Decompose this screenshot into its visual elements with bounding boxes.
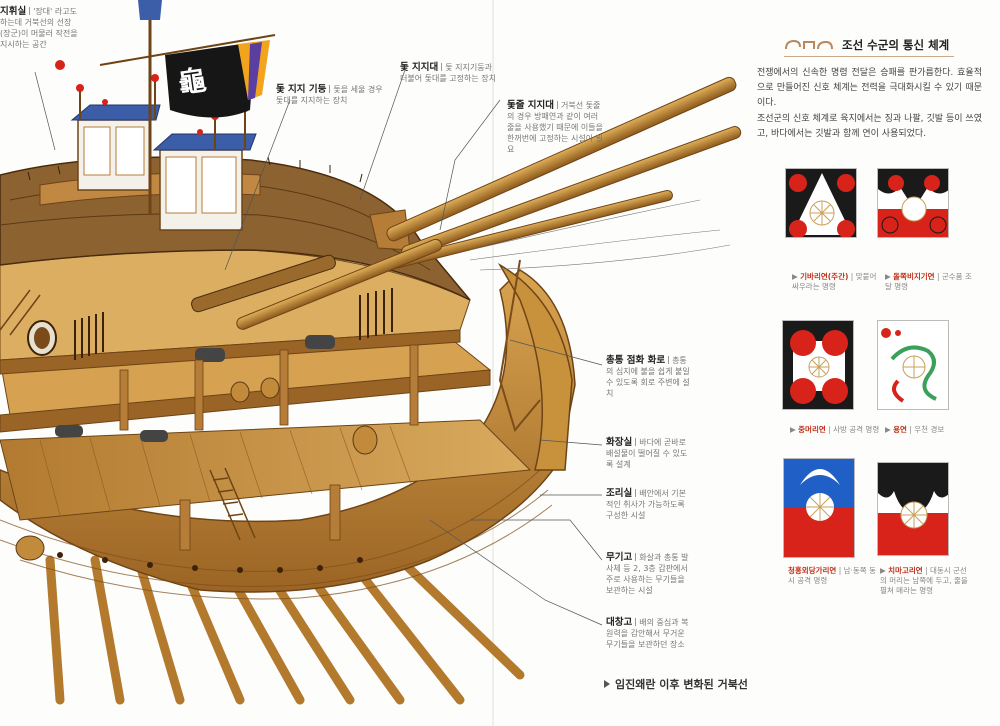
kite-name: 중머리연 (798, 425, 826, 434)
kite-name: 청홍외당가리연 (788, 566, 837, 575)
callout-desc: '장대' 라고도 하는데 거북선의 선장(장군)이 머물러 작전을 지시하는 공… (0, 7, 78, 49)
kite-name: 치마고리연 (888, 566, 923, 575)
callout-title: 화장실 (606, 437, 633, 448)
callout-command-room: 지휘실'장대' 라고도 하는데 거북선의 선장(장군)이 머물러 작전을 지시하… (0, 6, 80, 50)
kite-desc: 군수품 조달 명령 (885, 272, 972, 291)
kite-desc: 남·동쪽 동시 공격 명령 (788, 566, 876, 585)
mast-banner (55, 0, 276, 215)
callout-desc: 배안에서 기본적인 취사가 가능하도록 구성한 시설 (606, 489, 686, 520)
caption-triangle-icon (604, 680, 610, 688)
callout-title: 돛 지지대 (400, 62, 439, 73)
weapon-racks (74, 288, 393, 360)
ship-hull (0, 269, 576, 593)
callout-title: 돛 지지 기둥 (276, 84, 327, 95)
kite-name: 용연 (893, 425, 907, 434)
war-drum (27, 320, 57, 356)
callout-title: 무기고 (606, 552, 633, 563)
callout-leader-lines (34, 69, 603, 626)
page-fold (492, 0, 494, 726)
kite-label-doljjok: ▶ 돌쪽비지기연 | 군수품 조달 명령 (885, 272, 972, 291)
section-paragraph-1: 전쟁에서의 신속한 명령 전달은 승패를 판가름한다. 효율적으로 만들어진 신… (757, 68, 982, 108)
callout-title: 대창고 (606, 617, 633, 628)
kite-flag-doljjok (877, 168, 949, 238)
kite-desc: 맞붙어 싸우라는 명령 (792, 272, 877, 291)
section-title: 조선 수군의 통신 체계 (842, 38, 950, 52)
kite-flag-chima (877, 462, 949, 556)
kite-flag-cheonghong (783, 458, 855, 558)
caption-text: 임진왜란 이후 변화된 거북선 (615, 678, 748, 691)
callout-desc: 배의 중심과 복원력을 감안해서 무거운 무기들을 보관하던 장소 (606, 618, 689, 649)
kite-flag-gibari (785, 168, 857, 238)
callout-desc: 돛 지지기둥과 더불어 돛대를 고정하는 장치 (400, 63, 496, 83)
kite-label-cheonghong: 청홍외당가리연 | 남·동쪽 동시 공격 명령 (788, 566, 876, 585)
kite-desc: 대동시 군선의 머리는 남쪽에 두고, 줄을 펼쳐 매라는 명령 (880, 566, 968, 595)
callout-title: 총통 점화 화로 (606, 355, 666, 366)
callout-desc: 돛을 세울 경우 돛대를 지지하는 장치 (276, 85, 383, 105)
kite-flag-jungmeori (782, 320, 854, 410)
kite-label-chima: ▶ 치마고리연 | 대동시 군선의 머리는 남쪽에 두고, 줄을 펼쳐 매라는 … (880, 566, 968, 595)
masts (236, 76, 742, 330)
banner-turtle-character: 龜 (176, 63, 209, 100)
cannons (55, 254, 336, 442)
section-rule (784, 56, 954, 57)
kite-label-gibari: ▶ 기바리연(주간) | 맞붙어 싸우라는 명령 (792, 272, 877, 291)
oars (45, 540, 525, 705)
section-header: 조선 수군의 통신 체계 (784, 36, 954, 57)
callout-desc: 거북선 돛줄의 경우 방패연과 같이 여러 줄을 사용했기 때문에 이들을 한꺼… (507, 101, 603, 154)
turtle-ship-cutaway-illustration (0, 0, 742, 705)
kite-label-yong: ▶ 용연 | 우천 경보 (885, 425, 945, 434)
kite-name: 기바리연(주간) (800, 272, 849, 281)
lower-deck (0, 419, 532, 521)
callout-title: 지휘실 (0, 6, 27, 17)
callout-desc: 화살과 총통 발사체 등 2, 3층 갑판에서 주로 사용하는 무기들을 보관하… (606, 553, 689, 595)
callout-title: 돛줄 지지대 (507, 100, 555, 111)
callout-desc: 바다에 곧바로 배설물이 떨어질 수 있도록 설계 (606, 438, 688, 469)
kite-desc: 우천 경보 (914, 425, 945, 434)
figure-caption: 임진왜란 이후 변화된 거북선 (604, 676, 748, 692)
command-cabins (70, 74, 257, 231)
title-ornament-icon (785, 39, 833, 50)
kite-flag-yong (877, 320, 949, 410)
kite-desc: 사방 공격 명령 (833, 425, 880, 434)
callout-desc: 총통의 심지에 불을 쉽게 붙일 수 있도록 회로 주변에 설치 (606, 356, 690, 398)
callout-title: 조리실 (606, 488, 633, 499)
section-paragraph-2: 조선군의 신호 체계로 육지에서는 징과 나팔, 깃발 등이 쓰였고, 바다에서… (757, 114, 982, 139)
kite-name: 돌쪽비지기연 (893, 272, 935, 281)
kite-label-jungmeori: ▶ 중머리연 | 사방 공격 명령 (790, 425, 880, 434)
